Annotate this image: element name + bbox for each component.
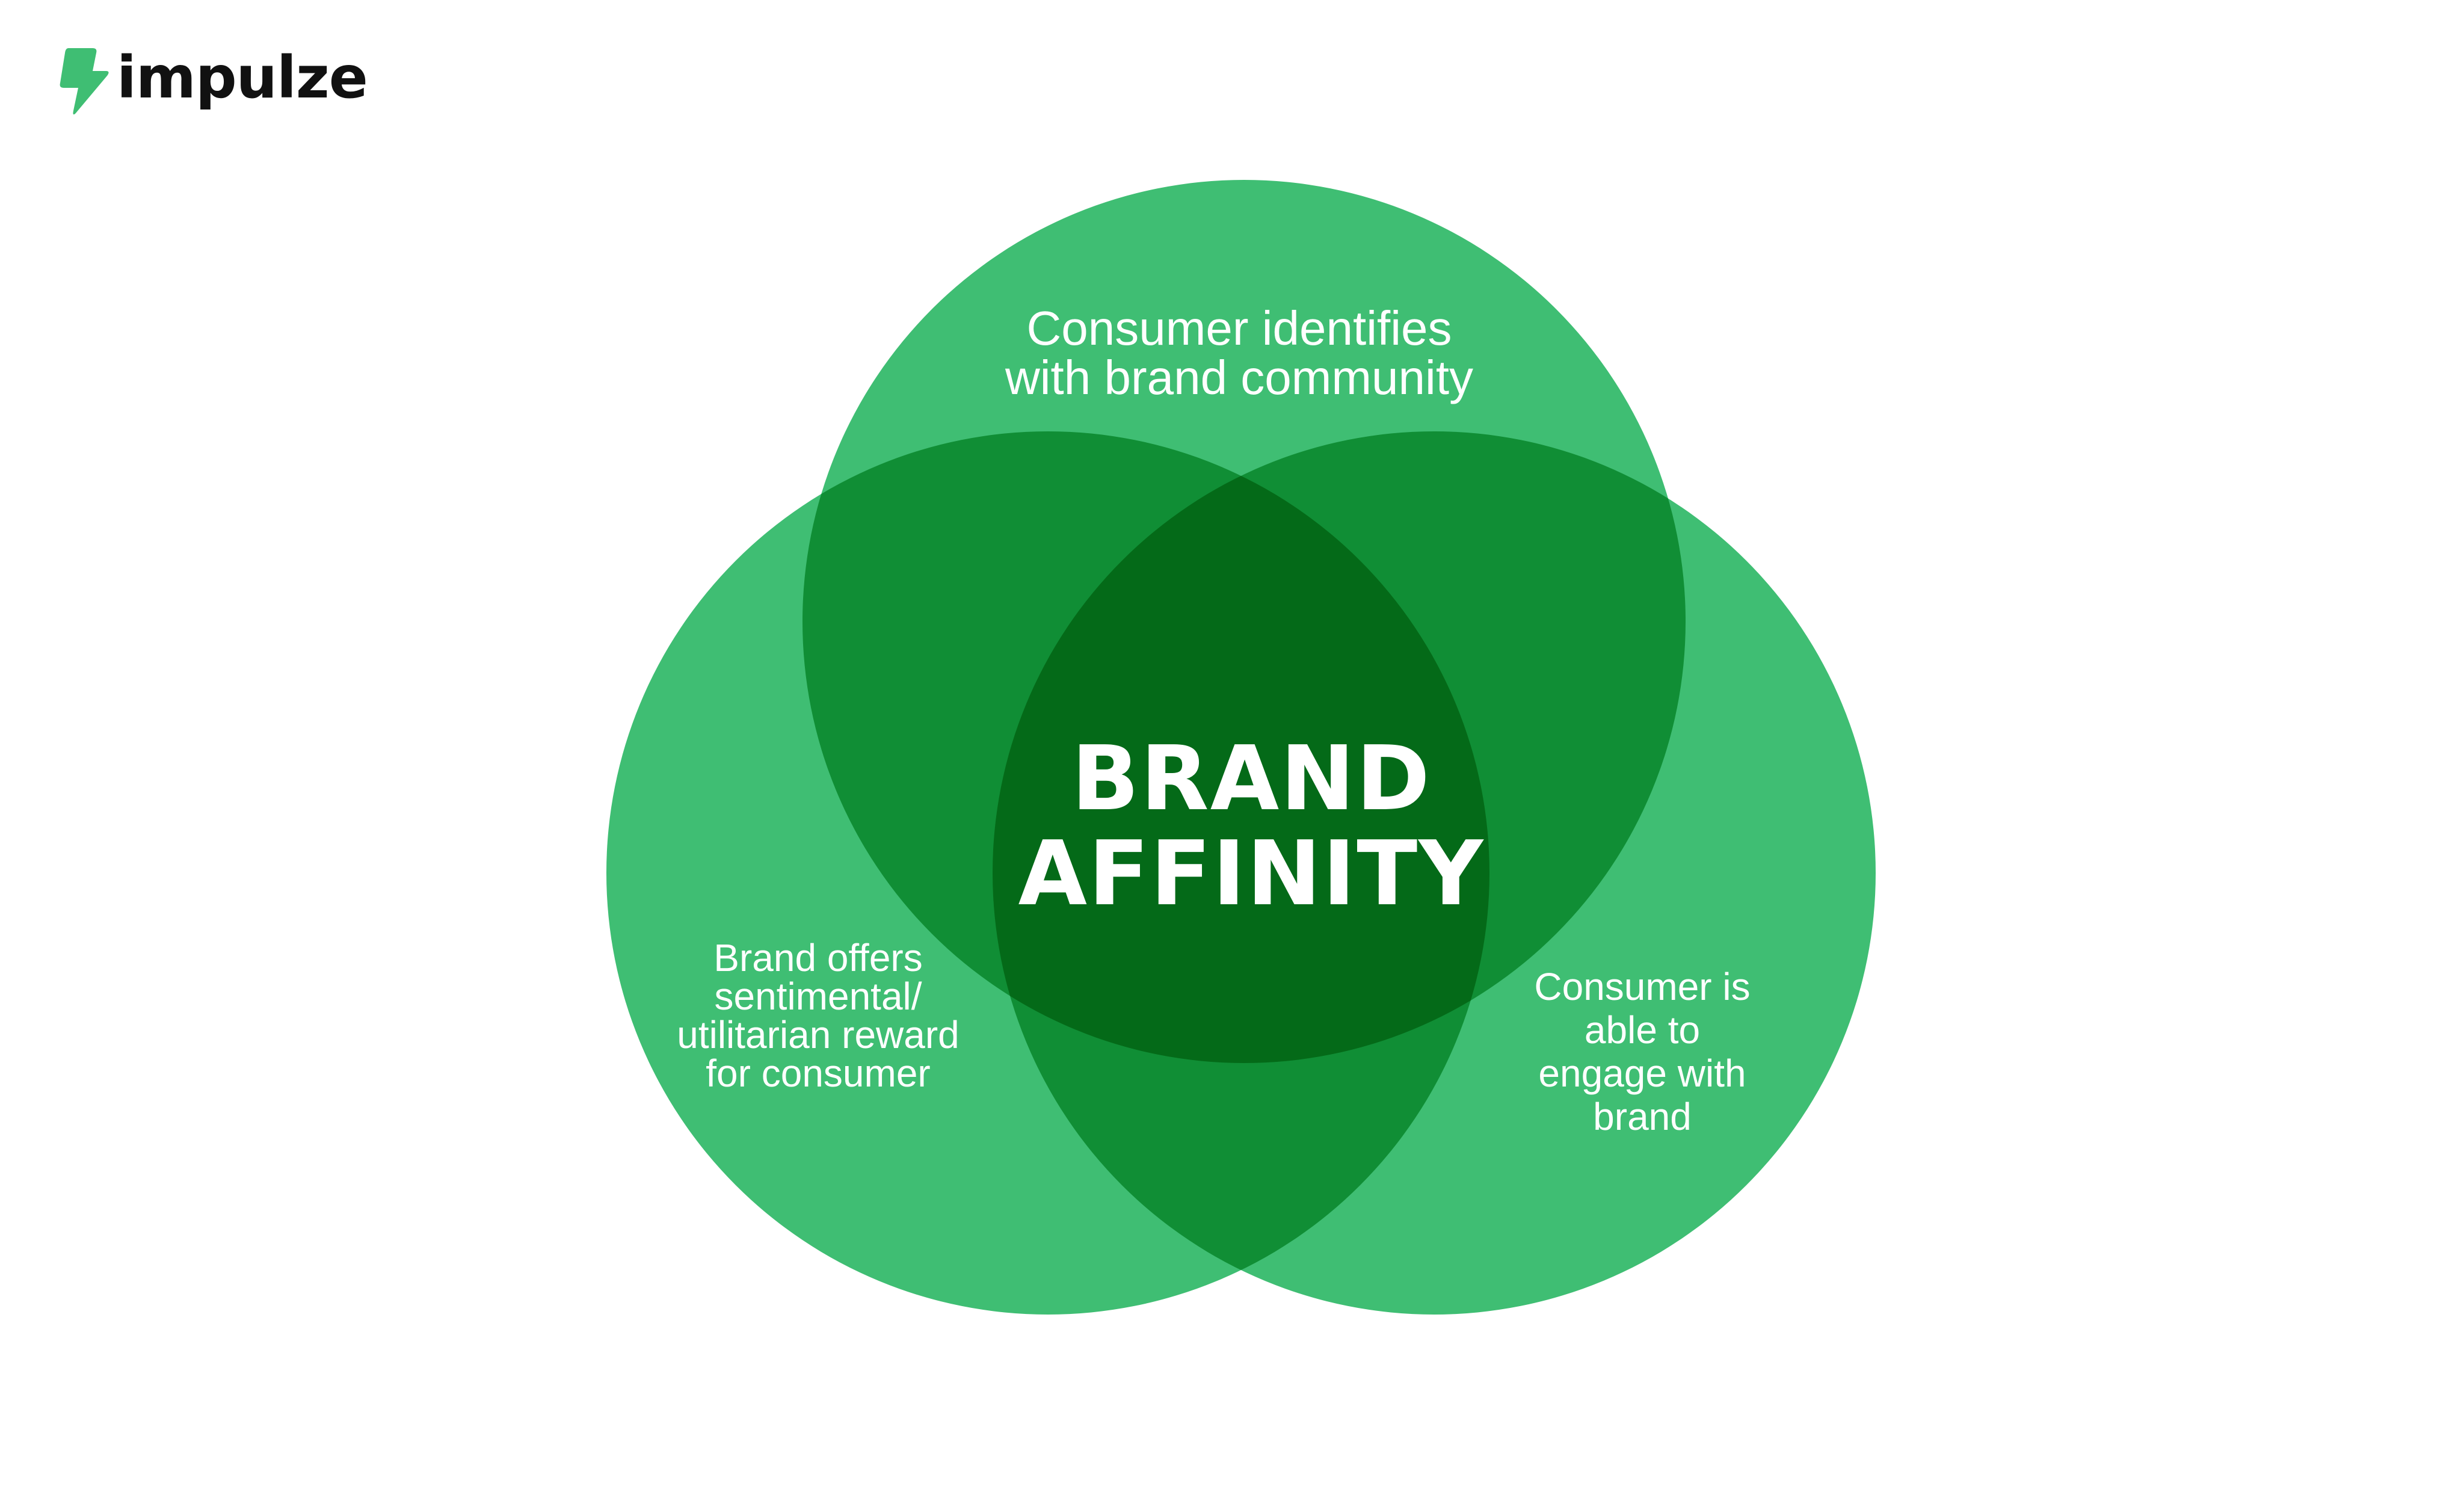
logo-wordmark: impulze	[117, 44, 368, 111]
top-label-line: Consumer identifies	[1026, 301, 1452, 355]
brand-logo: impulze	[55, 42, 368, 126]
left-label-line: utilitarian reward	[677, 1013, 959, 1056]
left-circle-label: Brand offers sentimental/ utilitarian re…	[638, 939, 999, 1093]
top-label-line: with brand community	[1005, 351, 1474, 404]
center-title-line: BRAND	[1071, 727, 1432, 830]
right-label-line: Consumer is	[1534, 965, 1751, 1008]
right-label-line: engage with	[1538, 1052, 1746, 1095]
top-circle-label: Consumer identifies with brand community	[938, 304, 1540, 402]
right-label-line: brand	[1593, 1095, 1692, 1138]
lightning-bolt-icon	[60, 48, 109, 115]
right-label-line: able to	[1584, 1008, 1701, 1052]
right-circle-label: Consumer is able to engage with brand	[1474, 965, 1811, 1138]
left-label-line: Brand offers	[713, 936, 923, 979]
left-label-line: sentimental/	[714, 975, 922, 1018]
center-overlap	[993, 431, 1489, 1063]
center-title: BRAND AFFINITY	[962, 731, 1540, 921]
center-title-line: AFFINITY	[1018, 822, 1485, 925]
left-label-line: for consumer	[706, 1052, 931, 1095]
